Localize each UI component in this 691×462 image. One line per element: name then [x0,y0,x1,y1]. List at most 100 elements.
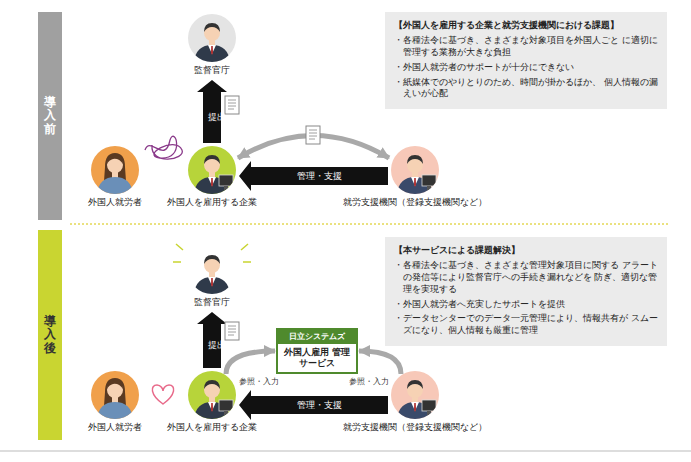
actor-label: 外国人就労者 [88,197,142,209]
actor-node: 外国人就労者 [88,371,142,434]
document-lines [309,130,317,139]
bottom-rule [0,451,691,452]
actor-circle [188,246,236,294]
edge-label: 管理・支援 [297,399,342,412]
hair-back [104,153,126,181]
person-figure [91,146,139,194]
document-sheet [225,322,239,340]
box-heading: 【本サービスによる課題解決】 [394,244,658,256]
actor-label: 監督官庁 [194,297,230,309]
hair [204,23,220,32]
issue-box: 【本サービスによる課題解決】・各種法令に基づき、さまざまな管理対象項目に関する … [385,237,667,346]
person-figure [391,371,439,419]
hair-front [107,380,123,389]
hair-front [107,155,123,164]
shirt [208,402,216,411]
bullet-text: ・紙媒体でのやりとりのため、時間が掛かるほか、 個人情報の漏えいが心配 [394,77,658,100]
shirt [208,177,216,186]
bullet-text: ・外国人就労者へ充実したサポートを提供 [394,299,658,311]
tie [211,178,213,187]
heart-symbol [152,385,173,404]
service-heading: 日立システムズ [278,330,356,344]
actor-circle [91,146,139,194]
document-sheet [306,126,320,144]
actor-node: 就労支援機関（登録支援機関など） [343,146,487,209]
person-figure [91,371,139,419]
monitor-stand [224,186,228,190]
tangle-scribble [145,136,182,159]
actor-node: 外国人就労者 [88,146,142,209]
actor-label: 就労支援機関（登録支援機関など） [343,422,487,434]
tie [414,178,416,187]
curved-arrow [226,351,275,374]
block-arrow [197,312,227,368]
panel-divider [70,224,670,225]
tie [211,403,213,412]
document-icon [306,126,320,144]
person-figure [188,14,236,62]
person-figure [188,371,236,419]
actor-circle [391,146,439,194]
edge-label: 管理・支援 [297,170,342,183]
actor-label: 外国人を雇用する企業 [167,197,257,209]
box-heading: 【外国人を雇用する企業と就労支援機関における課題】 [394,19,658,31]
tie [211,278,213,287]
actor-circle [188,146,236,194]
body [194,45,230,62]
shirt [411,177,419,186]
document-sheet [225,96,239,114]
phase-label: 導入後 [44,315,56,355]
monitor-stand [427,411,431,415]
body [194,277,230,294]
edge-label: 提出 [208,113,217,123]
block-arrow [197,80,227,143]
hair [204,380,220,389]
document-icon [225,322,239,340]
edge-label: 提出 [208,341,217,351]
block-arrow [239,161,388,191]
shirt [208,277,216,286]
service-name: 外国人雇用 管理サービス [278,344,356,372]
phase-label: 導入前 [44,96,56,136]
actor-label: 外国人を雇用する企業 [167,422,257,434]
body [97,402,133,419]
edge-label: 参照・入力 [348,376,390,387]
actor-label: 監督官庁 [194,65,230,77]
monitor [422,175,436,186]
person-figure [391,146,439,194]
actor-node: 外国人を雇用する企業 [167,146,257,209]
actor-circle [91,371,139,419]
curved-arrow [359,351,401,374]
bullet-text: ・各種法令に基づき、さまざまな管理対象項目に関する アラートの発信等により監督官… [394,260,658,295]
shirt [411,402,419,411]
actor-label: 就労支援機関（登録支援機関など） [343,197,487,209]
actor-node: 監督官庁 [188,246,236,309]
actor-circle [188,14,236,62]
actor-circle [188,371,236,419]
bullet-text: ・外国人就労者のサポートが十分にできない [394,62,658,74]
bullet-text: ・各種法令に基づき、さまざまな対象項目を外国人ごと に適切に管理する業務が大きな… [394,35,658,58]
actor-node: 監督官庁 [188,14,236,77]
body [97,177,133,194]
phase-band: 導入後 [38,230,62,440]
bullet-text: ・データセンターでのデータ一元管理により、情報共有が スムーズになり、個人情報も… [394,313,658,336]
actor-circle [391,371,439,419]
hair [407,155,423,164]
edge-label: 参照・入力 [238,376,280,387]
person-figure [188,246,236,294]
hair [204,155,220,164]
monitor [422,400,436,411]
monitor [219,175,233,186]
hair [407,380,423,389]
tie [414,403,416,412]
hair [204,255,220,264]
shirt [208,45,216,54]
tie [211,46,213,55]
hair-back [104,378,126,406]
phase-band: 導入前 [38,12,62,220]
monitor-stand [427,186,431,190]
document-lines [228,100,236,109]
document-icon [225,96,239,114]
person-figure [188,146,236,194]
monitor-stand [224,411,228,415]
